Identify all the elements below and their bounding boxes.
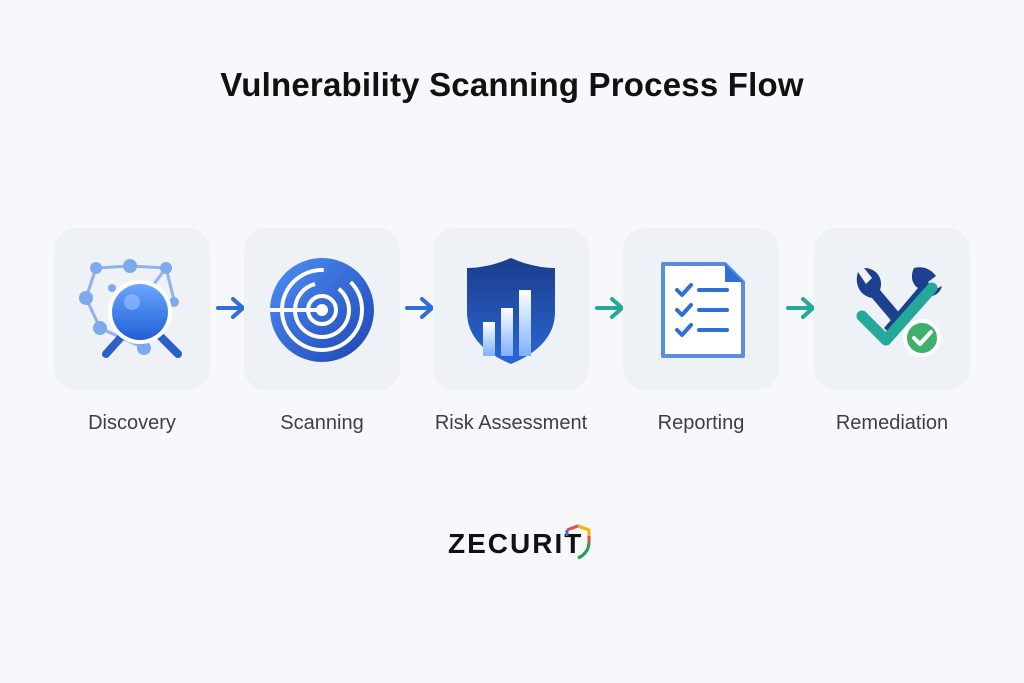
arrow-right-icon [216, 297, 245, 319]
step-remediation-tile [814, 228, 970, 390]
diagram-title: Vulnerability Scanning Process Flow [220, 66, 804, 103]
step-reporting-tile [623, 228, 779, 390]
arrow-right-icon [786, 297, 815, 319]
step-discovery-tile [54, 228, 210, 390]
arrow-right-icon [595, 297, 624, 319]
step-scanning-tile [244, 228, 400, 390]
wrench-check-icon [856, 267, 942, 357]
step-discovery-label: Discovery [88, 412, 176, 434]
step-reporting-label: Reporting [657, 412, 745, 434]
shield-bar-chart-icon [467, 258, 555, 364]
radar-target-icon [270, 258, 374, 362]
logo-shield-icon [565, 524, 591, 560]
network-magnifier-icon [79, 259, 182, 358]
step-scanning-label: Scanning [280, 412, 364, 434]
step-risk-assessment-label: Risk Assessment [434, 412, 588, 434]
step-remediation-label: Remediation [835, 412, 949, 434]
checklist-document-icon [661, 262, 745, 358]
zecurit-logo: ZECURIT [448, 524, 598, 570]
logo-text: ZECURIT [448, 528, 584, 559]
step-risk-assessment-tile [433, 228, 589, 390]
arrow-right-icon [405, 297, 434, 319]
